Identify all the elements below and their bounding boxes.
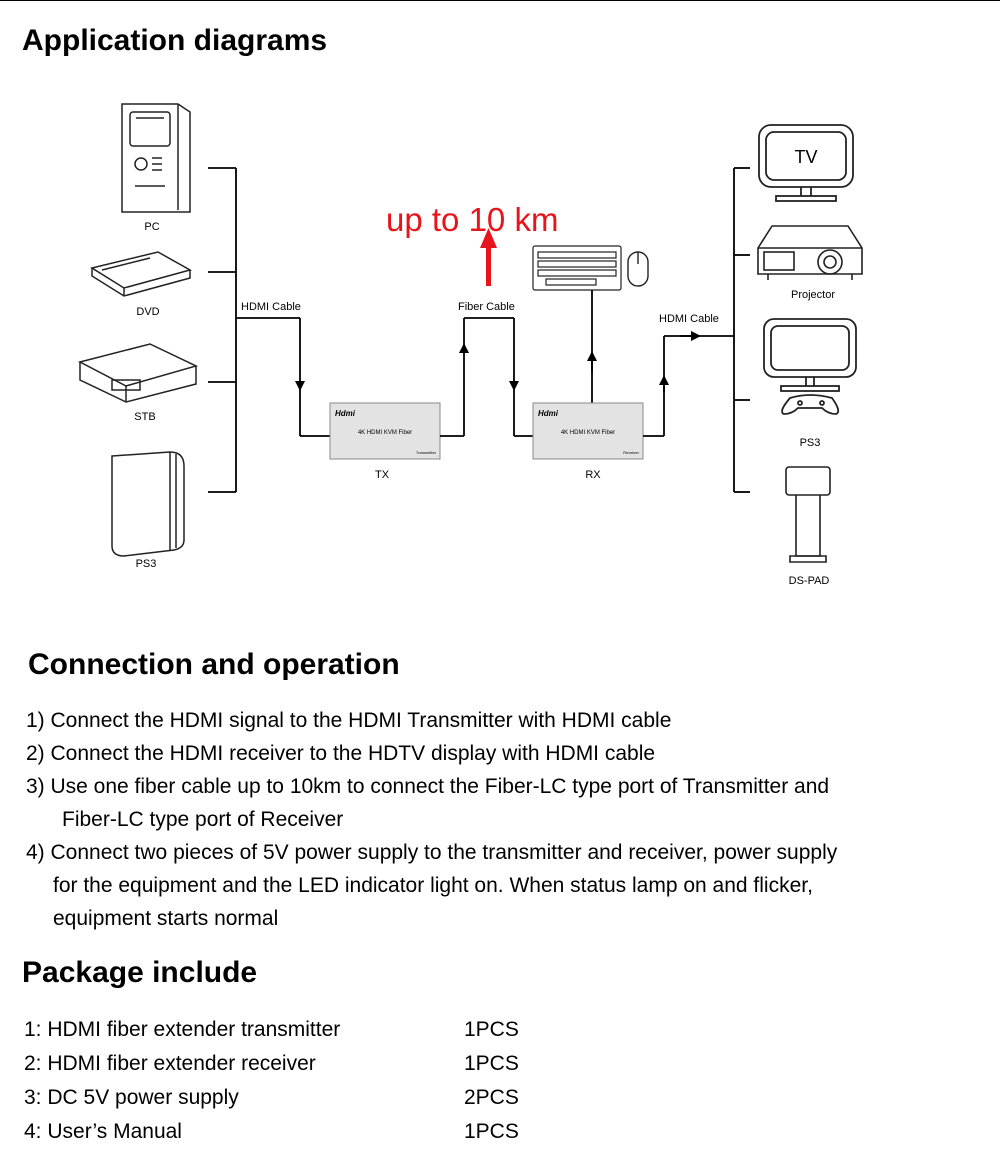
step-3-text-line2: Fiber-LC type port of Receiver (62, 808, 344, 831)
tx-label: TX (375, 469, 390, 481)
distance-arrow-icon (480, 228, 497, 286)
package-item-qty: 1PCS (464, 1052, 519, 1075)
source-label-ps3: PS3 (136, 558, 157, 570)
fiber-cable-label: Fiber Cable (458, 301, 515, 313)
display-label-ps3: PS3 (800, 437, 821, 449)
ds-pad-kiosk-icon (785, 466, 831, 563)
connection-steps-list: 1) Connect the HDMI signal to the HDMI T… (26, 704, 991, 935)
source-label-pc: PC (144, 221, 159, 233)
step-item: 4) Connect two pieces of 5V power supply… (26, 836, 991, 935)
tv-icon (758, 124, 854, 202)
transmitter-unit: Hdmi 4K HDMI KVM Fiber Transmitter (329, 402, 441, 460)
step-item: 2) Connect the HDMI receiver to the HDTV… (26, 737, 991, 770)
rx-label: RX (585, 469, 601, 481)
package-item-name: 1: HDMI fiber extender transmitter (24, 1018, 341, 1041)
application-diagram: PC DVD STB PS3 HDMI Cable Hdmi 4K HDMI K… (77, 103, 863, 587)
step-4-text-line1: 4) Connect two pieces of 5V power supply… (26, 841, 838, 864)
rx-type-text: Receiver (623, 450, 639, 455)
package-item-qty: 2PCS (464, 1086, 519, 1109)
package-list: 1: HDMI fiber extender transmitter 1PCS … (24, 1013, 584, 1149)
package-item-name: 3: DC 5V power supply (24, 1086, 239, 1109)
left-hdmi-bus (208, 167, 330, 493)
section-title-application-diagrams: Application diagrams (22, 24, 328, 57)
dvd-player-icon (90, 251, 192, 297)
package-item-name: 2: HDMI fiber extender receiver (24, 1052, 316, 1075)
step-4-text-line3: equipment starts normal (53, 907, 279, 930)
package-item: 4: User’s Manual 1PCS (24, 1115, 584, 1149)
hdmi-cable-label-right: HDMI Cable (659, 313, 719, 325)
receiver-unit: Hdmi 4K HDMI KVM Fiber Receiver (532, 402, 644, 460)
step-item: 3) Use one fiber cable up to 10km to con… (26, 770, 991, 836)
ps3-console-icon (111, 451, 185, 557)
pc-tower-icon (121, 103, 191, 213)
rx-hdmi-logo: Hdmi (538, 409, 559, 418)
step-item: 1) Connect the HDMI signal to the HDMI T… (26, 704, 991, 737)
section-title-connection-operation: Connection and operation (28, 648, 400, 681)
step-4-text-line2: for the equipment and the LED indicator … (53, 874, 813, 897)
package-item: 3: DC 5V power supply 2PCS (24, 1081, 584, 1115)
tv-screen-text: TV (794, 147, 817, 167)
section-title-package-include: Package include (22, 956, 258, 989)
display-label-ds-pad: DS-PAD (789, 575, 830, 587)
tx-hdmi-logo: Hdmi (335, 409, 356, 418)
step-3-text-line1: 3) Use one fiber cable up to 10km to con… (26, 775, 830, 798)
step-2-text: 2) Connect the HDMI receiver to the HDTV… (26, 742, 656, 765)
tx-type-text: Transmitter (416, 450, 437, 455)
package-item: 2: HDMI fiber extender receiver 1PCS (24, 1047, 584, 1081)
source-label-dvd: DVD (136, 306, 159, 318)
source-label-stb: STB (134, 411, 155, 423)
stb-box-icon (77, 343, 199, 403)
distance-label: up to 10 km (386, 201, 558, 238)
package-item-qty: 1PCS (464, 1120, 519, 1143)
fiber-cable-path (440, 317, 533, 437)
step-1-text: 1) Connect the HDMI signal to the HDMI T… (26, 709, 672, 732)
package-item-qty: 1PCS (464, 1018, 519, 1041)
keyboard-icon (532, 245, 622, 291)
hdmi-cable-label-left: HDMI Cable (241, 301, 301, 313)
package-item: 1: HDMI fiber extender transmitter 1PCS (24, 1013, 584, 1047)
right-hdmi-bus (643, 167, 750, 493)
mouse-icon (627, 251, 649, 287)
projector-icon (757, 225, 863, 280)
monitor-gamepad-icon (763, 318, 857, 415)
package-item-name: 4: User’s Manual (24, 1120, 182, 1143)
display-label-projector: Projector (791, 289, 835, 301)
top-border (0, 0, 1000, 1)
tx-model-text: 4K HDMI KVM Fiber (358, 430, 412, 436)
rx-model-text: 4K HDMI KVM Fiber (561, 430, 615, 436)
